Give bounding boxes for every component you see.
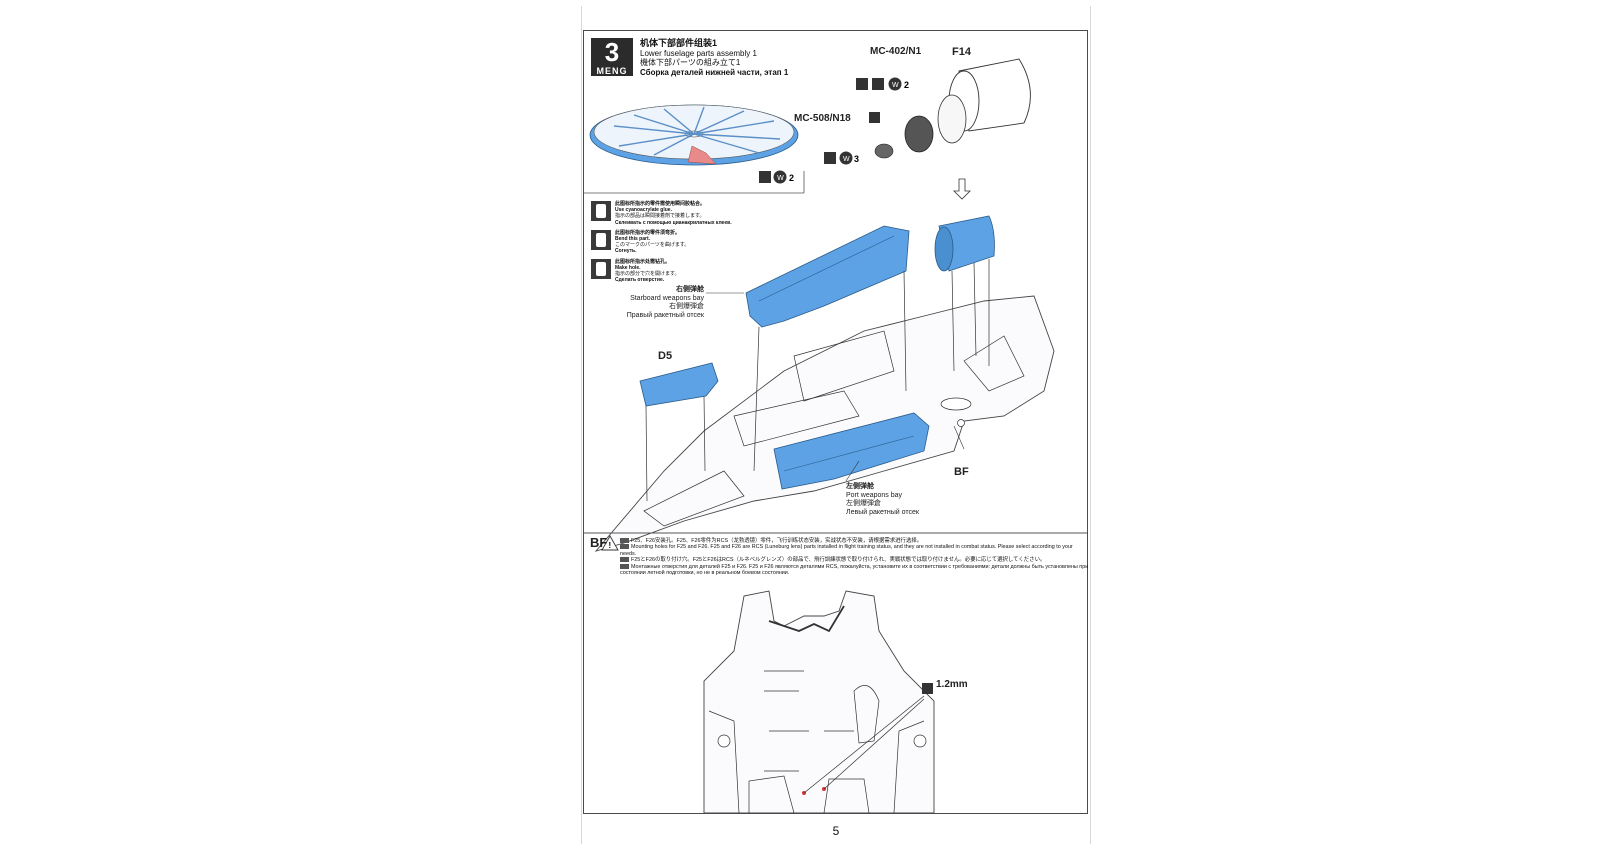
- fuselage-underside-detail: [703, 590, 935, 813]
- callout-mc508: MC-508/N18: [794, 113, 851, 124]
- legend-bend-en: Bend this part.: [615, 236, 651, 243]
- starboard-ja: 右側爆弾倉: [669, 303, 704, 310]
- port-zh: 左侧弹舱: [846, 483, 874, 490]
- fan-disc-illustration: [589, 104, 799, 166]
- svg-text:3: 3: [854, 154, 859, 164]
- legend-glue-ja: 指示の部品は瞬間接着剤で接着します。: [615, 213, 705, 220]
- svg-text:W: W: [892, 82, 899, 89]
- legend-drill-zh: 此图标所指示处需钻孔。: [615, 258, 671, 265]
- port-bay-label: 左侧弹舱 Port weapons bay 左側爆弾倉 Левый ракетн…: [846, 483, 919, 517]
- svg-text:W: W: [777, 174, 784, 182]
- legend-drill: 此图标所指示处需钻孔。 Make hole. 指示の部分で穴を開けます。 Сде…: [591, 258, 732, 284]
- instruction-page: 3 MENG 机体下部部件组装1 Lower fuselage parts as…: [581, 6, 1091, 844]
- callout-f14: F14: [952, 46, 971, 58]
- brand-logo: MENG: [596, 66, 628, 76]
- legend-bend: 此图标所指示的零件须弯折。 Bend this part. このマークのパーツを…: [591, 229, 732, 255]
- callout-drill-size: 1.2mm: [936, 679, 968, 690]
- bf-note: F25、F26安装孔。F25、F26零件为RCS（龙勃透镜）零件，飞行训练状态安…: [620, 538, 1090, 576]
- icon-legend: 此图标所指示的零件需使用瞬间胶粘合。 Use cyanoacrylate glu…: [591, 201, 732, 287]
- legend-bend-ja: このマークのパーツを曲げます。: [615, 242, 690, 249]
- bend-icon: [591, 229, 611, 250]
- bf-note-zh: F25、F26安装孔。F25、F26零件为RCS（龙勃透镜）零件，飞行训练状态安…: [631, 538, 923, 544]
- svg-text:!: !: [609, 541, 612, 550]
- step-frame: 3 MENG 机体下部部件组装1 Lower fuselage parts as…: [583, 30, 1088, 814]
- engine-cylinder: [934, 215, 995, 372]
- callout-mc402: MC-402/N1: [870, 46, 922, 57]
- title-ru: Сборка деталей нижней части, этап 1: [640, 67, 789, 77]
- callout-d5: D5: [658, 350, 673, 362]
- port-ru: Левый ракетный отсек: [846, 508, 919, 516]
- nozzle-f14: W 2 W 3: [824, 58, 1031, 200]
- step-titles: 机体下部部件组装1 Lower fuselage parts assembly …: [640, 38, 789, 77]
- port-en: Port weapons bay: [846, 491, 903, 499]
- starboard-bay-label: 右侧弹舱 Starboard weapons bay 右側爆弾倉 Правый …: [624, 286, 704, 320]
- legend-glue: 此图标所指示的零件需使用瞬间胶粘合。 Use cyanoacrylate glu…: [591, 201, 732, 226]
- starboard-ru: Правый ракетный отсек: [626, 311, 704, 319]
- legend-drill-ru: Сделать отверстие.: [615, 277, 665, 284]
- bf-note-tag: BF: [590, 535, 608, 550]
- legend-bend-ru: Согнуть.: [615, 248, 637, 255]
- bf-note-ja: F25とF26の取り付け穴。F25とF26はRCS（ルネベルグレンズ）の部品で、…: [631, 557, 1046, 564]
- legend-drill-ja: 指示の部分で穴を開けます。: [615, 271, 680, 278]
- svg-text:2: 2: [789, 173, 794, 183]
- glue-icon: [591, 201, 611, 221]
- svg-text:W: W: [843, 156, 850, 163]
- title-ja: 機体下部パーツの組み立て1: [640, 58, 741, 67]
- drill-icon: [591, 258, 611, 279]
- bf-note-ru: Монтажные отверстия для деталей F25 и F2…: [620, 563, 1089, 577]
- svg-text:2: 2: [904, 80, 909, 90]
- title-zh: 机体下部部件组装1: [640, 38, 718, 48]
- title-en: Lower fuselage parts assembly 1: [640, 48, 757, 58]
- page-number: 5: [832, 824, 840, 838]
- callout-bf: BF: [954, 466, 969, 478]
- legend-glue-en: Use cyanoacrylate glue.: [615, 207, 672, 214]
- port-weapons-bay: [773, 412, 930, 490]
- bf-note-en: Mounting holes for F25 and F26. F25 and …: [620, 544, 1073, 557]
- legend-glue-ru: Склеивать с помощью цианакрилатных клеев…: [615, 219, 732, 226]
- assembly-illustration: W 2 W 2 W 3: [584, 58, 1087, 813]
- lower-fuselage: [594, 295, 1055, 552]
- step-badge: 3 MENG: [591, 38, 633, 76]
- d5-part: [639, 362, 719, 502]
- step-number: 3: [604, 37, 620, 67]
- legend-glue-zh: 此图标所指示的零件需使用瞬间胶粘合。: [615, 201, 706, 207]
- legend-bend-zh: 此图标所指示的零件须弯折。: [615, 229, 681, 236]
- legend-drill-en: Make hole.: [615, 264, 641, 271]
- starboard-zh: 右侧弹舱: [676, 286, 704, 293]
- fan-bend-icons: W 2: [759, 170, 794, 184]
- starboard-en: Starboard weapons bay: [630, 294, 704, 302]
- starboard-weapons-bay: [745, 225, 910, 472]
- port-ja: 左側爆弾倉: [846, 500, 881, 507]
